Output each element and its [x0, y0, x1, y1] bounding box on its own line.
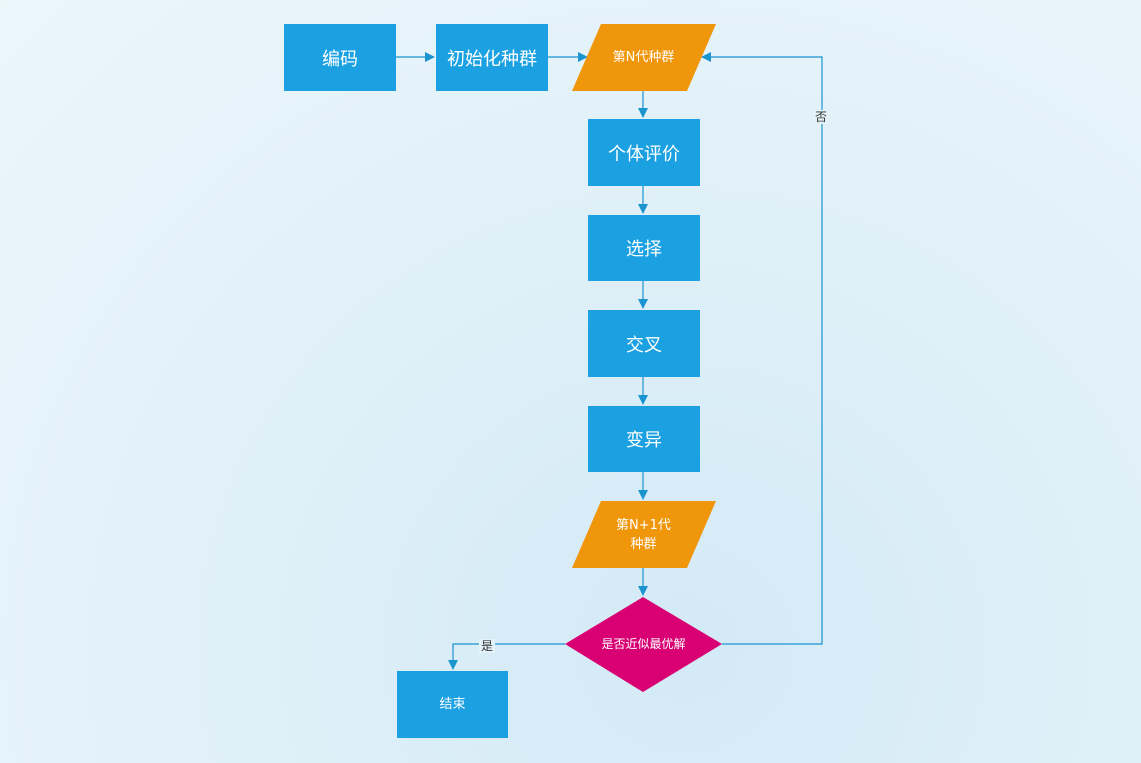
evaluate-node[interactable]: 个体评价	[588, 119, 700, 186]
edge-decision-no	[701, 52, 823, 645]
gen-n1-shape	[572, 501, 716, 568]
select-node[interactable]: 选择	[588, 215, 700, 281]
gen-n1-label-line1: 第N+1代	[616, 517, 671, 533]
edge-decision-yes	[448, 643, 565, 670]
encode-label: 编码	[322, 48, 358, 70]
crossover-label: 交叉	[626, 334, 662, 356]
encode-node[interactable]: 编码	[284, 24, 396, 91]
mutation-node[interactable]: 变异	[588, 406, 700, 472]
end-node[interactable]: 结束	[397, 671, 508, 738]
gen-n1-node[interactable]: 第N+1代 种群	[586, 501, 701, 568]
decision-shape	[565, 597, 722, 692]
gen-n1-label-line2: 种群	[630, 536, 657, 552]
init-population-label: 初始化种群	[447, 48, 537, 70]
decision-node[interactable]: 是否近似最优解	[565, 597, 722, 692]
no-edge-label: 否	[813, 110, 830, 124]
init-population-node[interactable]: 初始化种群	[436, 24, 548, 91]
evaluate-label: 个体评价	[608, 143, 680, 165]
yes-edge-label: 是	[479, 639, 496, 653]
mutation-label: 变异	[626, 430, 662, 451]
decision-label: 是否近似最优解	[601, 637, 686, 651]
gen-n-label: 第N代种群	[612, 50, 675, 65]
end-label: 结束	[439, 697, 466, 712]
select-label: 选择	[626, 239, 662, 260]
gen-n-node[interactable]: 第N代种群	[586, 24, 701, 91]
gen-n-shape	[572, 24, 716, 91]
crossover-node[interactable]: 交叉	[588, 310, 700, 377]
